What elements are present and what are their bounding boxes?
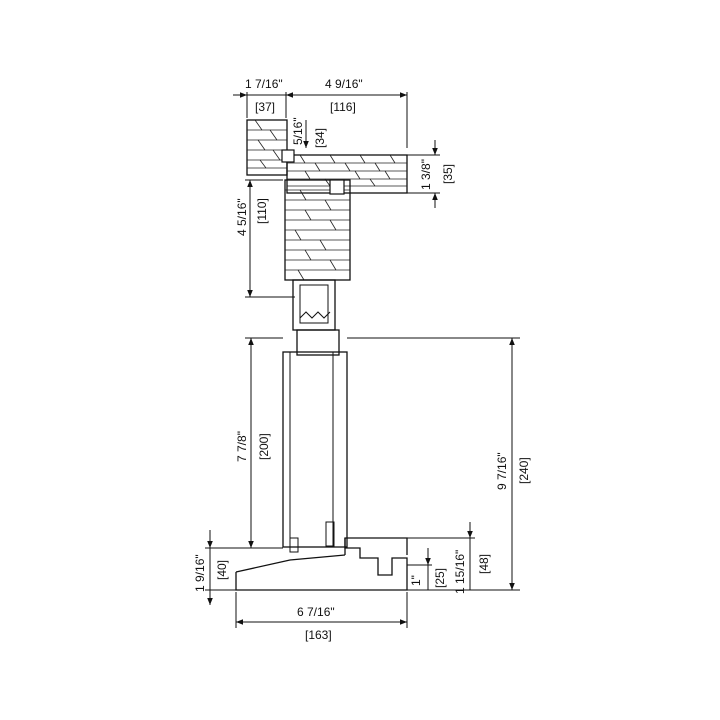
dim-sill-step-in: 1" <box>409 575 423 586</box>
dim-sill-right-in: 1 15/16" <box>453 550 467 594</box>
dimension-lines <box>205 92 520 628</box>
glazing-section <box>292 279 340 356</box>
dim-head-right-mm: [116] <box>330 100 356 114</box>
dim-head-left-in: 1 7/16" <box>245 77 283 91</box>
dim-head-thick-mm: [35] <box>441 164 455 184</box>
dim-sill-width-in: 6 7/16" <box>297 605 335 619</box>
dim-overall-in: 9 7/16" <box>495 452 509 490</box>
dim-jamb-mm: [110] <box>255 198 269 224</box>
dim-sill-right-mm: [48] <box>477 554 491 574</box>
head-frame <box>246 119 408 281</box>
dim-sill-left-mm: [40] <box>215 560 229 580</box>
dim-sill-step-mm: [25] <box>433 568 447 588</box>
sill <box>235 537 408 591</box>
dim-jamb-in: 4 5/16" <box>235 198 249 236</box>
dimension-labels: 1 7/16" [37] 4 9/16" [116] 5/16" [34] 1 … <box>193 77 531 642</box>
sash <box>282 351 348 553</box>
dim-head-thick-in: 1 3/8" <box>419 159 433 190</box>
dim-head-right-in: 4 9/16" <box>325 77 363 91</box>
dim-sash-mm: [200] <box>257 433 271 460</box>
dim-stop-mm: [34] <box>313 128 327 148</box>
dim-sill-left-in: 1 9/16" <box>193 554 207 592</box>
dim-overall-mm: [240] <box>517 457 531 484</box>
dim-stop-in: 5/16" <box>291 117 305 145</box>
dim-head-left-mm: [37] <box>255 100 275 114</box>
dim-sill-width-mm: [163] <box>305 628 332 642</box>
dim-sash-in: 7 7/8" <box>235 431 249 462</box>
